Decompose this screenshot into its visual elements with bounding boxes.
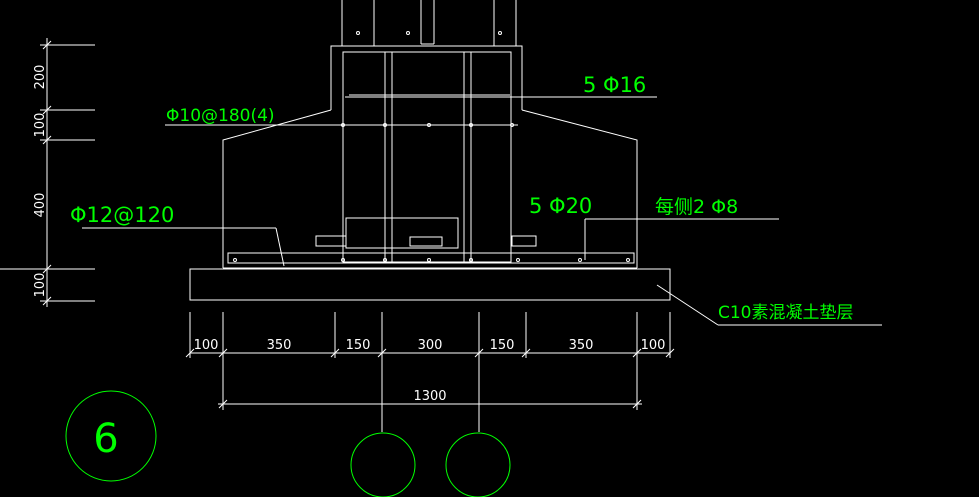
label-rebar-bottom: 5 Φ20 <box>529 194 592 218</box>
vertical-dimension-chain <box>0 38 95 307</box>
leader-lines <box>82 96 882 326</box>
annotation-labels: 5 Φ16 Φ10@180(4) 5 Φ20 每侧2 Φ8 Φ12@120 C1… <box>70 73 854 323</box>
dim-v-3: 400 <box>33 193 48 218</box>
dim-h-2: 350 <box>267 338 292 353</box>
axis-bubble-right <box>445 432 511 497</box>
cushion-layer <box>189 268 671 301</box>
footing-outline <box>222 109 638 269</box>
reinforcement <box>227 31 635 264</box>
dim-v-1: 200 <box>33 65 48 90</box>
dim-v-2: 100 <box>33 113 48 138</box>
label-stirrup: Φ10@180(4) <box>166 106 275 126</box>
dim-h-6: 350 <box>569 338 594 353</box>
dim-h-5: 150 <box>490 338 515 353</box>
axis-bubble-left <box>350 432 416 497</box>
dim-h-4: 300 <box>418 338 443 353</box>
horizontal-dimension-labels: 100 350 150 300 150 350 100 1300 <box>194 338 666 404</box>
label-side-bars: 每侧2 Φ8 <box>655 196 738 218</box>
dim-v-4: 100 <box>33 273 48 298</box>
label-cushion: C10素混凝土垫层 <box>718 303 854 323</box>
dimension-chain <box>185 312 675 432</box>
dim-h-3: 150 <box>346 338 371 353</box>
label-rebar-top: 5 Φ16 <box>583 73 646 97</box>
column-outline <box>330 0 523 110</box>
detail-marker: 6 <box>65 390 157 482</box>
dim-h-1: 100 <box>194 338 219 353</box>
vertical-dimension-labels: 200 100 400 100 <box>33 65 48 298</box>
dim-total: 1300 <box>413 389 446 404</box>
label-base-rebar: Φ12@120 <box>70 203 174 227</box>
dim-h-7: 100 <box>641 338 666 353</box>
detail-number: 6 <box>93 416 118 462</box>
